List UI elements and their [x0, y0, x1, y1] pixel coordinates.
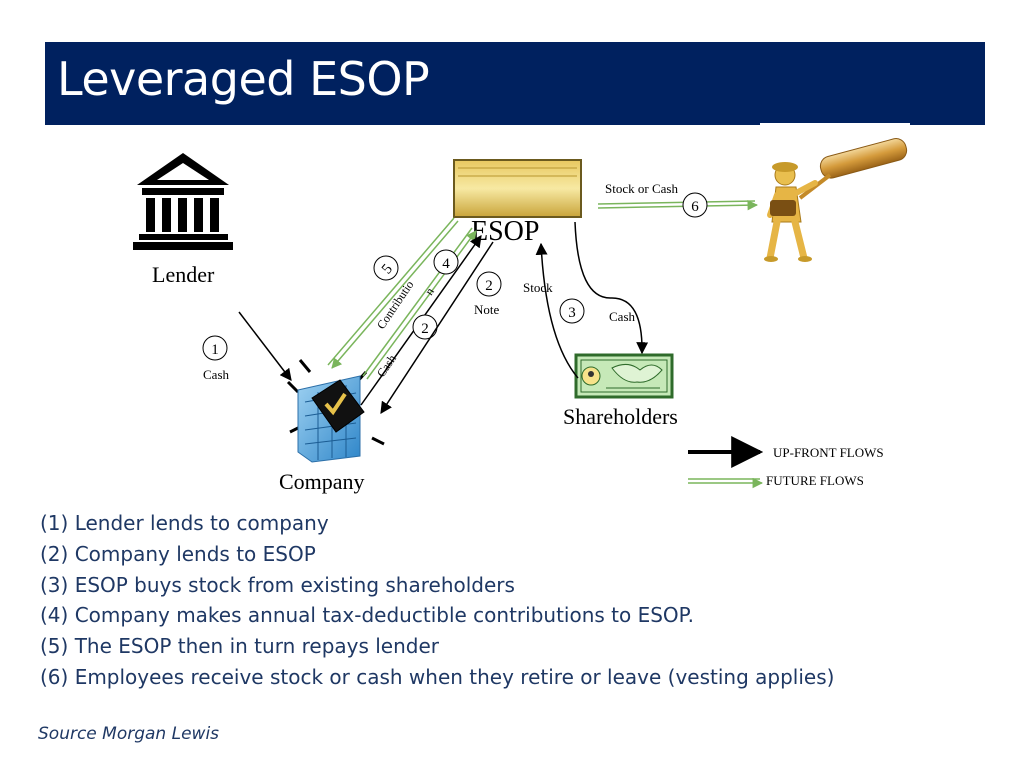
legend-upfront-label: UP-FRONT FLOWS	[773, 445, 884, 460]
step-3-number: 3	[568, 305, 576, 321]
step-description-6: (6) Employees receive stock or cash when…	[40, 664, 835, 689]
step-5-circle	[373, 255, 399, 281]
step-2-note-circle	[476, 271, 502, 297]
source-credit: Source Morgan Lewis	[38, 724, 220, 744]
page-title: Leveraged ESOP	[57, 52, 430, 106]
lender-cash-label: Cash	[203, 367, 230, 382]
shareholders-cash-label: Cash	[609, 309, 636, 324]
esop-box-icon	[453, 159, 582, 218]
legend-future-swatch	[688, 477, 764, 489]
step-description-3: (3) ESOP buys stock from existing shareh…	[40, 572, 515, 597]
esop-repay-lender-arrow	[327, 217, 459, 369]
esop-to-employee-arrow	[597, 199, 759, 211]
step-3-circle	[559, 298, 585, 324]
title-bar: Leveraged ESOP	[45, 42, 985, 125]
step-description-4: (4) Company makes annual tax-deductible …	[40, 603, 694, 628]
employee-payout-label: Stock or Cash	[605, 181, 678, 196]
shareholders-label: Shareholders	[563, 404, 678, 429]
esop-note-label: Note	[474, 302, 500, 317]
bank-icon	[133, 153, 233, 250]
step-2-company-number: 2	[421, 321, 429, 337]
step-description-2: (2) Company lends to ESOP	[40, 541, 316, 566]
step-6-circle	[682, 192, 708, 218]
stock-certificate-icon	[574, 353, 674, 399]
step-6-number: 6	[691, 199, 699, 215]
cash-to-shareholders-arrow	[574, 221, 649, 355]
legend-future-label: FUTURE FLOWS	[766, 473, 864, 488]
step-2-note-number: 2	[485, 278, 493, 294]
step-1-number: 1	[211, 342, 219, 358]
title-divider	[760, 123, 910, 126]
legend: UP-FRONT FLOWS FUTURE FLOWS	[688, 436, 884, 489]
step-description-5: (5) The ESOP then in turn repays lender	[40, 634, 440, 659]
company-label: Company	[279, 469, 365, 494]
esop-label: ESOP	[471, 216, 539, 247]
stock-label: Stock	[523, 280, 553, 295]
step-4-circle	[433, 249, 459, 275]
employee-icon	[764, 138, 908, 262]
stock-to-esop-arrow	[535, 242, 579, 379]
step-description-1: (1) Lender lends to company	[40, 511, 329, 535]
step-1-circle	[202, 335, 228, 361]
esop-note-to-company-arrow	[380, 241, 494, 415]
lender-to-company-arrow	[238, 311, 292, 381]
lender-label: Lender	[152, 262, 215, 287]
company-building-icon	[286, 359, 385, 463]
step-4-number: 4	[442, 256, 450, 272]
steps-list: (1) Lender lends to company (2) Company …	[40, 508, 834, 693]
